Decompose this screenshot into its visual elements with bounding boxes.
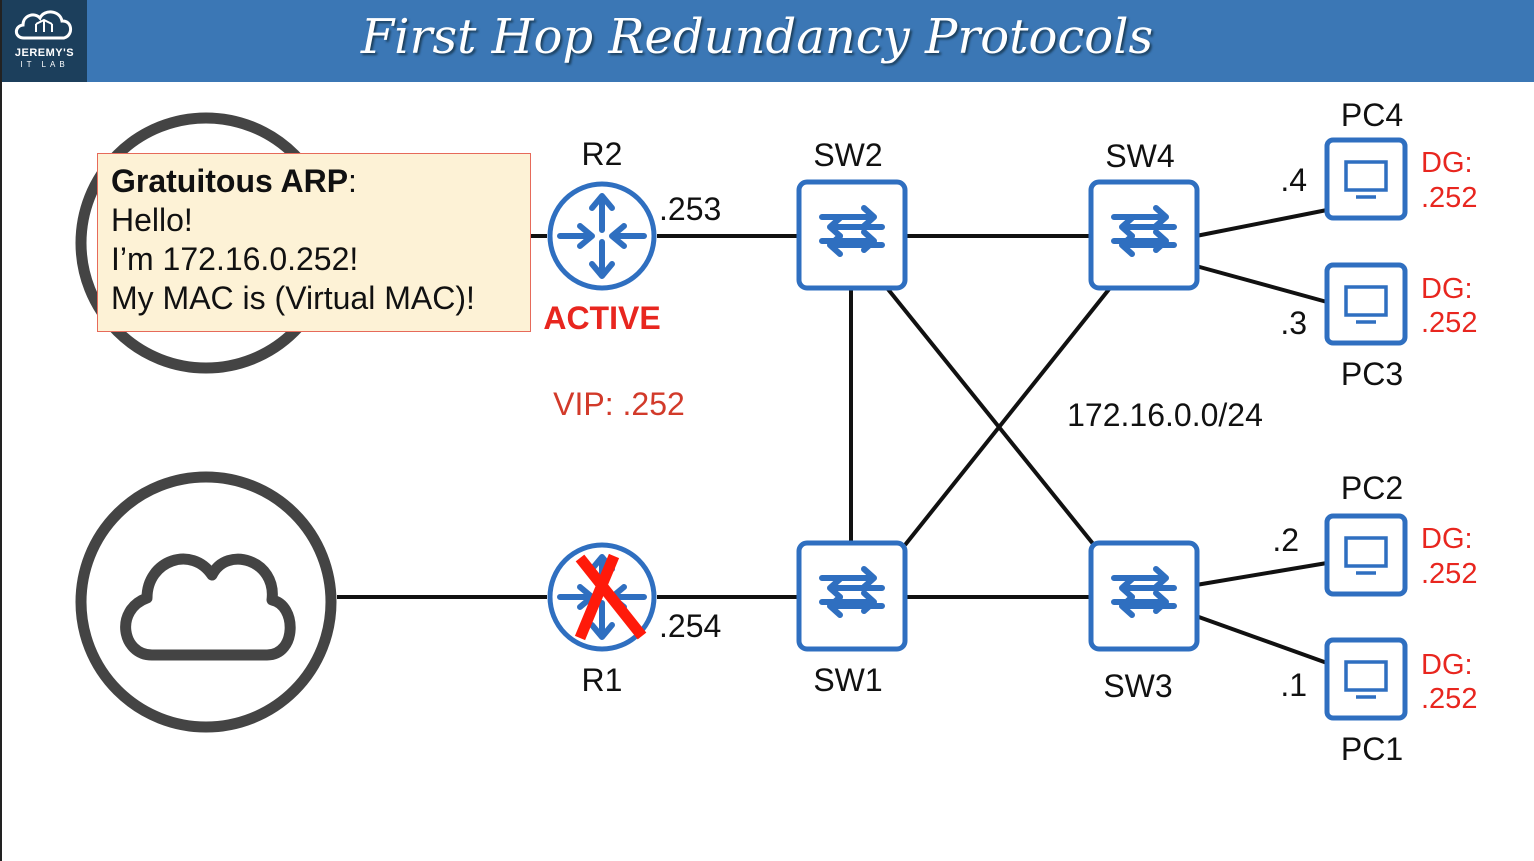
- pc1-label: PC1: [1341, 731, 1403, 767]
- subnet-label: 172.16.0.0/24: [1067, 397, 1263, 433]
- pc4-dg-value: .252: [1421, 182, 1477, 214]
- pc3-ip: .3: [1280, 305, 1307, 341]
- vip-label: VIP: .252: [553, 386, 685, 422]
- pc2-dg-label: DG:: [1421, 523, 1473, 555]
- page-title: First Hop Redundancy Protocols: [360, 9, 1154, 65]
- switch-sw4: [1088, 179, 1200, 291]
- callout-title: Gratuitous ARP: [111, 163, 349, 199]
- link-sw2-sw3: [885, 286, 1096, 547]
- pc1-dg-value: .252: [1421, 683, 1477, 715]
- failure-x-icon: [574, 553, 647, 641]
- pc2-dg-value: .252: [1421, 558, 1477, 590]
- pc-3: [1324, 262, 1408, 346]
- switch-sw2-label: SW2: [813, 137, 882, 173]
- pc-icon: [1324, 137, 1408, 221]
- pc3-dg-label: DG:: [1421, 273, 1473, 305]
- link-sw3-pc1: [1195, 614, 1328, 665]
- router-r2: [547, 181, 657, 291]
- cloud-bottom-ring: [75, 471, 337, 733]
- pc-icon: [1324, 637, 1408, 721]
- router-icon: [547, 181, 657, 291]
- gratuitous-arp-callout: Gratuitous ARP: Hello! I’m 172.16.0.252!…: [97, 153, 531, 332]
- link-sw3-pc2: [1195, 561, 1328, 587]
- switch-icon: [796, 179, 908, 291]
- switch-icon: [1088, 540, 1200, 652]
- switch-icon: [1088, 179, 1200, 291]
- callout-line-2: I’m 172.16.0.252!: [111, 241, 359, 277]
- switch-sw4-label: SW4: [1105, 138, 1174, 174]
- logo: JEREMY'S IT LAB: [2, 0, 87, 82]
- callout-line-1: Hello!: [111, 202, 193, 238]
- pc4-dg-label: DG:: [1421, 147, 1473, 179]
- switch-sw3: [1088, 540, 1200, 652]
- header-bar: JEREMY'S IT LAB First Hop Redundancy Pro…: [2, 0, 1534, 82]
- pc1-ip: .1: [1280, 667, 1307, 703]
- pc1-dg-label: DG:: [1421, 649, 1473, 681]
- router-r2-state: ACTIVE: [543, 300, 660, 336]
- pc3-label: PC3: [1341, 356, 1403, 392]
- switch-sw1-label: SW1: [813, 662, 882, 698]
- pc2-ip: .2: [1272, 522, 1299, 558]
- logo-subtext: IT LAB: [20, 60, 69, 69]
- pc-1: [1324, 637, 1408, 721]
- cloud-icon: [120, 553, 296, 661]
- logo-text: JEREMY'S: [14, 47, 75, 59]
- link-sw1-sw4: [903, 286, 1112, 547]
- callout-line-3: My MAC is (Virtual MAC)!: [111, 280, 475, 316]
- link-sw4-pc3: [1195, 264, 1328, 304]
- cloud-logo-icon: [14, 10, 72, 40]
- switch-icon: [796, 540, 908, 652]
- switch-sw1: [796, 540, 908, 652]
- router-r1: [547, 542, 657, 652]
- pc4-label: PC4: [1341, 97, 1403, 133]
- pc2-label: PC2: [1341, 470, 1403, 506]
- pc-icon: [1324, 262, 1408, 346]
- router-r2-label: R2: [582, 136, 623, 172]
- callout-title-suffix: :: [348, 163, 357, 199]
- cloud-bottom: [75, 471, 337, 733]
- callout-title-line: Gratuitous ARP:: [111, 162, 530, 201]
- pc-2: [1324, 513, 1408, 597]
- switch-sw2: [796, 179, 908, 291]
- link-sw4-pc4: [1195, 208, 1328, 238]
- pc-icon: [1324, 513, 1408, 597]
- pc4-ip: .4: [1280, 162, 1307, 198]
- switch-sw3-label: SW3: [1103, 668, 1172, 704]
- router-r2-ip: .253: [659, 191, 721, 227]
- router-r1-label: R1: [582, 662, 623, 698]
- router-r1-ip: .254: [659, 608, 721, 644]
- pc3-dg-value: .252: [1421, 307, 1477, 339]
- pc-4: [1324, 137, 1408, 221]
